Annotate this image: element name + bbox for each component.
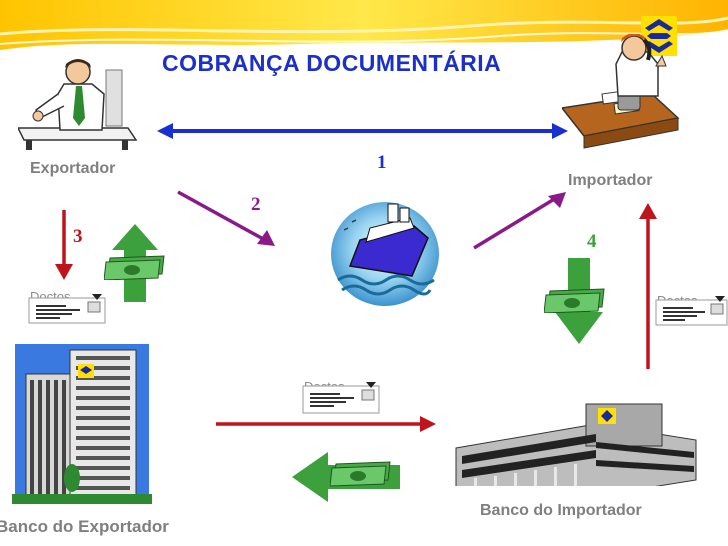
step-number-2: 2 [251, 194, 261, 215]
step-number-3: 3 [73, 226, 83, 247]
page-title: COBRANÇA DOCUMENTÁRIA [162, 50, 502, 76]
label-banco-importador: Banco do Importador [480, 502, 642, 519]
document-icon [28, 294, 106, 324]
money-icon [104, 255, 165, 280]
arrow-docs-to-bank [216, 416, 436, 432]
step-number-4: 4 [587, 231, 597, 252]
label-importador: Importador [568, 172, 653, 189]
document-icon [655, 296, 728, 326]
telephone-clerk-icon [562, 34, 680, 149]
bb-logo-icon [641, 16, 677, 56]
arrow-step-1 [157, 123, 568, 139]
arrow-docs-up-right [639, 203, 657, 369]
label-exportador: Exportador [30, 160, 116, 177]
arrow-step-3-down [55, 210, 73, 280]
money-icon [330, 461, 391, 487]
bank-building-icon [446, 403, 700, 498]
step-number-1: 1 [377, 152, 387, 173]
ship-icon [331, 202, 439, 306]
arrow-step-2-left [177, 190, 275, 246]
label-banco-exportador: Banco do Exportador [0, 517, 169, 536]
money-icon [544, 288, 605, 313]
arrow-step-2-right [473, 192, 566, 250]
document-icon [302, 382, 380, 414]
office-tower-icon [12, 344, 152, 504]
businessman-icon [18, 59, 138, 150]
